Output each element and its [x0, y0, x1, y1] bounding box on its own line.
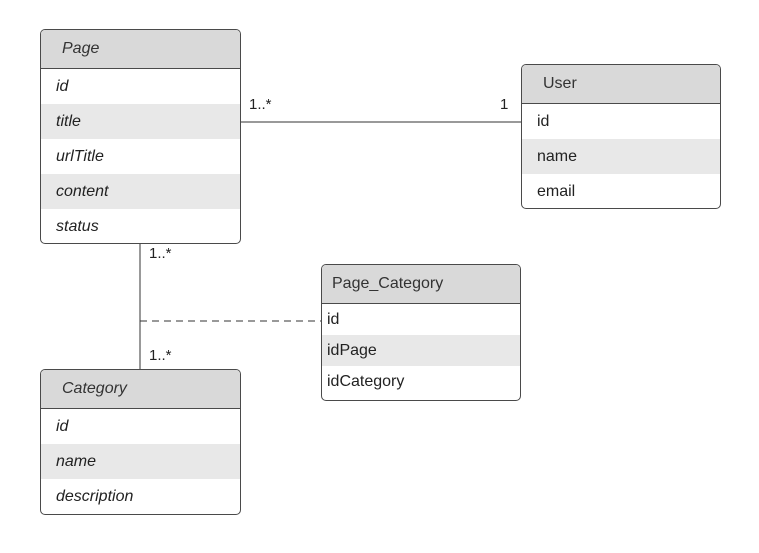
user-field-id: id [537, 112, 550, 130]
page-category-field-idpage: idPage [322, 335, 520, 366]
page-entity[interactable]: Page id title urlTitle content status [40, 29, 241, 244]
category-field-id: id [56, 417, 69, 435]
user-entity[interactable]: User id name email [521, 64, 721, 209]
page-field-title: title [41, 104, 240, 139]
page-category-field-id: id [327, 310, 340, 328]
user-field-name: name [522, 139, 720, 174]
page-field-urltitle: urlTitle [56, 147, 104, 165]
page-field-id: id [56, 77, 69, 95]
category-entity[interactable]: Category id name description [40, 369, 241, 515]
category-field-name: name [41, 444, 240, 479]
page-category-field-idcategory: idCategory [327, 372, 405, 390]
category-entity-title: Category [41, 370, 240, 409]
page-entity-title: Page [41, 30, 240, 69]
page-field-status: status [56, 217, 99, 235]
page-user-multiplicity-user: 1 [500, 96, 509, 113]
page-category-entity-title: Page_Category [322, 265, 520, 304]
user-field-email: email [537, 182, 576, 200]
page-category-multiplicity-category: 1..* [149, 347, 172, 364]
page-category-entity[interactable]: Page_Category id idPage idCategory [321, 264, 521, 401]
page-category-multiplicity-page: 1..* [149, 245, 172, 262]
page-user-multiplicity-page: 1..* [249, 96, 272, 113]
page-field-content: content [41, 174, 240, 209]
user-entity-title: User [522, 65, 720, 104]
category-field-description: description [56, 487, 134, 505]
